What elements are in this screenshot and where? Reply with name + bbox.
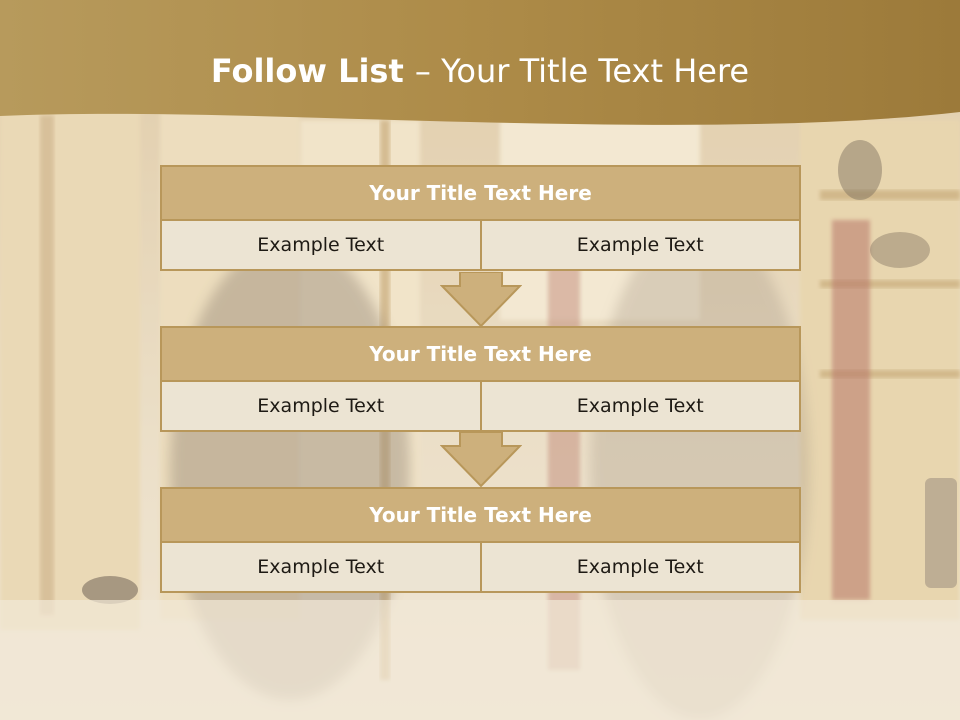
block-title: Your Title Text Here [160, 326, 801, 382]
block-cell-right: Example Text [481, 221, 801, 271]
block-cell-left: Example Text [160, 382, 482, 432]
block-title: Your Title Text Here [160, 487, 801, 543]
list-block-2: Your Title Text Here Example Text Exampl… [160, 326, 801, 432]
list-block-3: Your Title Text Here Example Text Exampl… [160, 487, 801, 593]
title-banner [0, 0, 960, 125]
slide-title-rest: – Your Title Text Here [414, 52, 750, 90]
list-block-1: Your Title Text Here Example Text Exampl… [160, 165, 801, 271]
block-cell-right: Example Text [481, 543, 801, 593]
block-cell-left: Example Text [160, 221, 482, 271]
slide-title: Follow List – Your Title Text Here [0, 52, 960, 90]
arrow-down-icon [440, 432, 522, 488]
block-row: Example Text Example Text [160, 382, 801, 432]
block-title: Your Title Text Here [160, 165, 801, 221]
block-cell-right: Example Text [481, 382, 801, 432]
arrow-down-icon [440, 272, 522, 328]
block-cell-left: Example Text [160, 543, 482, 593]
block-row: Example Text Example Text [160, 543, 801, 593]
block-row: Example Text Example Text [160, 221, 801, 271]
slide-title-bold: Follow List [210, 52, 415, 90]
